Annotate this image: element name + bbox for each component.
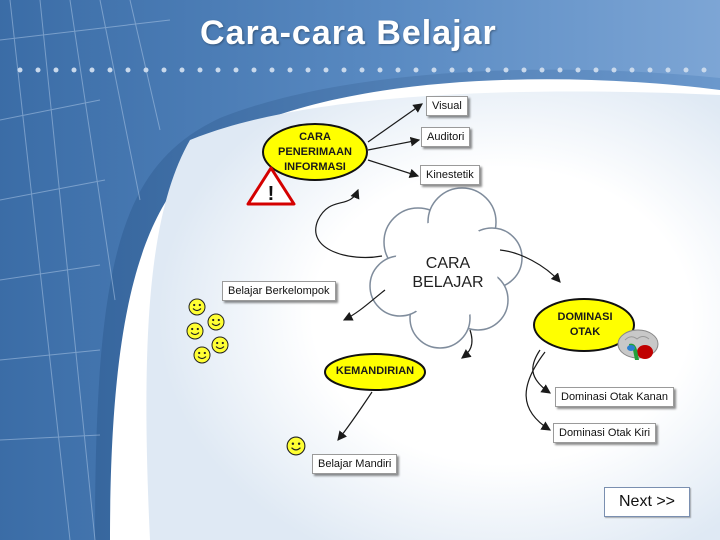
smiley-icon [193, 346, 211, 364]
warning-icon: ! [246, 166, 296, 206]
visual-box: Visual [426, 96, 468, 116]
kinestetik-box: Kinestetik [420, 165, 480, 185]
brain-icon [617, 329, 659, 360]
cara-penerimaan-line-2: PENERIMAAN [278, 146, 352, 158]
belajar-mandiri-box: Belajar Mandiri [312, 454, 398, 474]
otak-kiri-box: Dominasi Otak Kiri [553, 423, 657, 443]
dominasi-otak-label: DOMINASI OTAK [540, 310, 630, 340]
cara-belajar-word: BELAJAR [412, 274, 484, 291]
cara-penerimaan-label: CARA PENERIMAAN INFORMASI [265, 130, 365, 175]
cara-penerimaan-line-1: CARA [299, 131, 331, 143]
warning-mark: ! [268, 183, 275, 205]
next-button[interactable]: Next >> [604, 487, 690, 517]
smiley-icon [286, 436, 306, 456]
smiley-icon [211, 336, 229, 354]
auditori-box: Auditori [421, 127, 471, 147]
dominasi-otak-line-2: OTAK [569, 326, 601, 338]
cara-penerimaan-line-3: INFORMASI [284, 161, 346, 173]
smiley-icon [186, 322, 204, 340]
kemandirian-label: KEMANDIRIAN [335, 365, 415, 377]
slide-title: Cara-cara Belajar [200, 14, 497, 52]
cara-belajar-label: CARA BELAJAR [398, 254, 498, 292]
otak-kanan-box: Dominasi Otak Kanan [555, 387, 674, 407]
smiley-icon [188, 298, 206, 316]
cara-belajar-word: CARA [425, 255, 471, 272]
belajar-berkelompok-box: Belajar Berkelompok [222, 281, 336, 301]
dominasi-otak-line-1: DOMINASI [557, 311, 613, 323]
smiley-icon [207, 313, 225, 331]
